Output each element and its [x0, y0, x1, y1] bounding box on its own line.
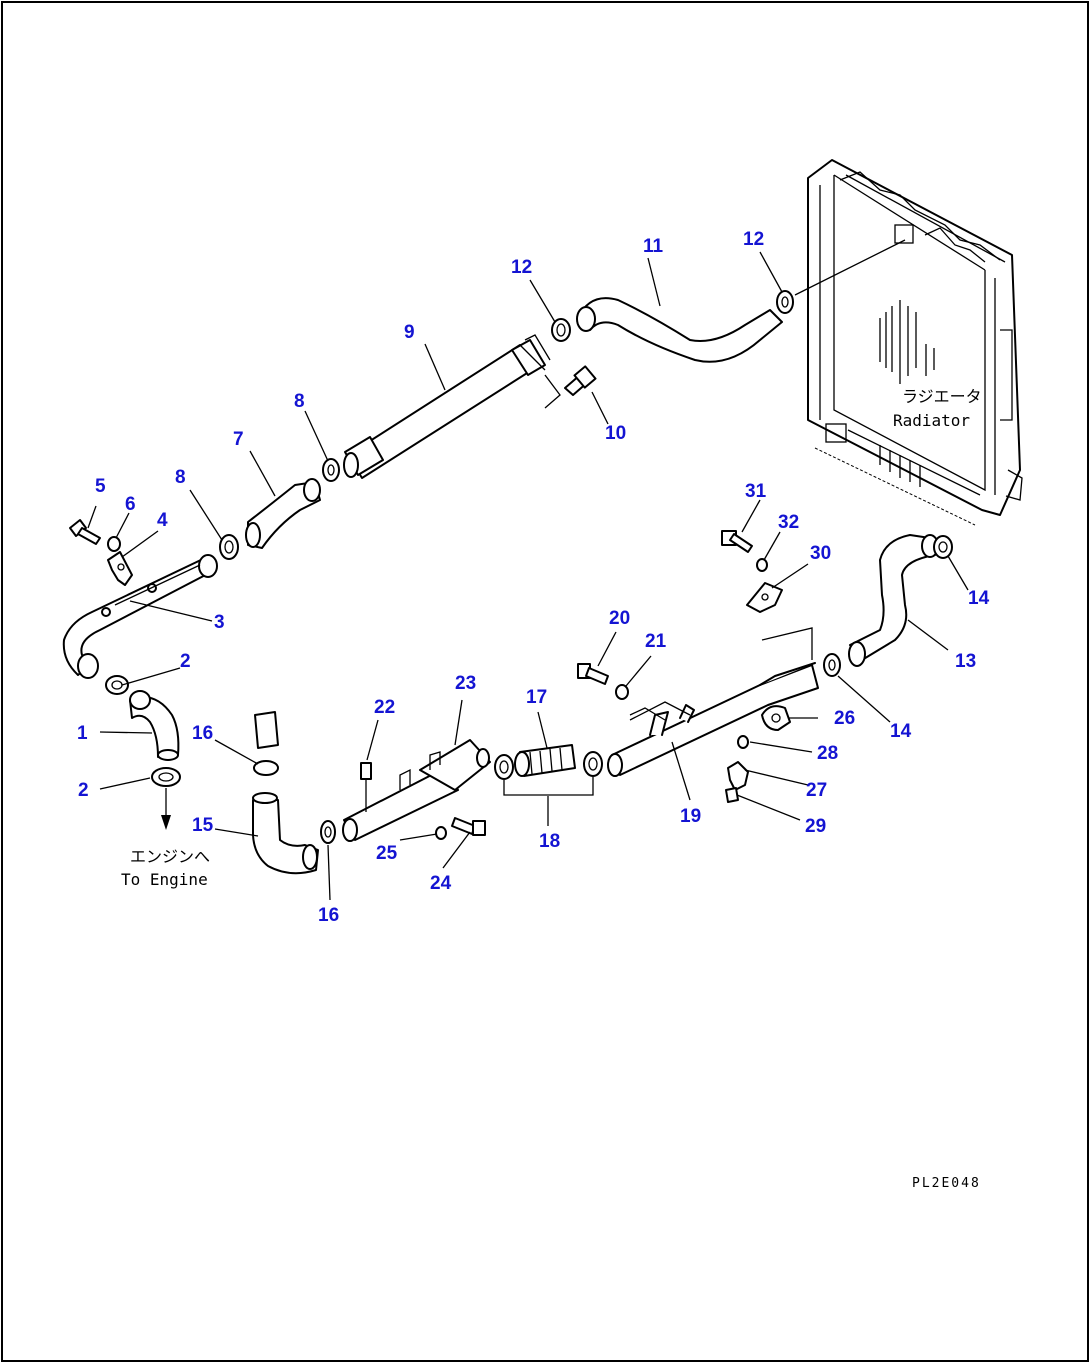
engine-label-en: To Engine: [121, 870, 208, 889]
part-19-long-pipe: [607, 627, 819, 777]
part-3-pipe: [62, 554, 218, 679]
callout-23: 23: [455, 673, 476, 694]
callout-29: 29: [805, 816, 826, 837]
part-8-clamp-b: [219, 534, 239, 560]
callout-9: 9: [404, 322, 415, 343]
callout-14-lower: 14: [890, 721, 912, 742]
callout-12-right: 12: [743, 229, 764, 250]
part-22-bolt: [360, 762, 372, 812]
callout-2-upper: 2: [180, 651, 191, 672]
callout-15: 15: [192, 815, 214, 836]
callouts: 1 2 2 3 4 5 6 7 8 8 9 10 11 12 12 13 14 …: [77, 229, 990, 926]
callout-31: 31: [745, 481, 767, 502]
part-27-bracket: [727, 761, 749, 791]
callout-4: 4: [157, 510, 168, 531]
callout-16-lower: 16: [318, 905, 339, 926]
callout-27: 27: [806, 780, 827, 801]
part-25-washer: [435, 826, 447, 840]
part-29-bracket: [725, 787, 739, 803]
part-13-hose: [848, 534, 939, 667]
part-21-washer: [615, 684, 629, 700]
callout-3: 3: [214, 612, 225, 633]
callout-8-lower: 8: [175, 467, 186, 488]
part-28-nut: [737, 735, 749, 749]
leader-lines: [87, 251, 969, 901]
part-26-clamp: [761, 705, 791, 731]
callout-32: 32: [778, 512, 799, 533]
callout-2-lower: 2: [78, 780, 89, 801]
part-18-bracket-line: [503, 777, 594, 796]
part-7-hose: [245, 478, 321, 549]
callout-17: 17: [526, 687, 547, 708]
callout-13: 13: [955, 651, 976, 672]
callout-14-upper: 14: [968, 588, 990, 609]
part-10-bolt: [544, 365, 597, 409]
callout-28: 28: [817, 743, 838, 764]
part-6-washer: [107, 536, 121, 552]
part-11-upper-hose: [577, 297, 783, 363]
callout-26: 26: [834, 708, 855, 729]
part-23-pipe: [342, 739, 491, 842]
callout-25: 25: [376, 843, 398, 864]
radiator-label-en: Radiator: [893, 411, 970, 430]
part-1-elbow-hose: [129, 690, 180, 761]
callout-22: 22: [374, 697, 395, 718]
part-12-clamp-a: [551, 318, 571, 342]
part-24-bolt: [451, 817, 486, 836]
part-18-clamp-a: [494, 754, 514, 780]
callout-6: 6: [125, 494, 136, 515]
part-4-bracket: [107, 551, 133, 586]
engine-label-jp: エンジンへ: [130, 847, 210, 866]
part-20-bolt: [577, 663, 609, 685]
callout-12-left: 12: [511, 257, 532, 278]
to-engine-arrow: [161, 788, 171, 830]
part-18-clamp-b: [583, 751, 603, 777]
part-16-clamp-lower: [320, 820, 336, 844]
callout-5: 5: [95, 476, 106, 497]
part-14-clamp-b: [823, 653, 841, 677]
callout-10: 10: [605, 423, 626, 444]
part-2-clamp-upper: [105, 675, 129, 695]
callout-21: 21: [645, 631, 667, 652]
part-8-clamp-a: [322, 458, 340, 482]
part-12-clamp-b: [776, 290, 794, 314]
part-16-clamp-upper: [253, 711, 279, 776]
part-15-elbow-hose: [252, 792, 319, 875]
callout-20: 20: [609, 608, 630, 629]
callout-7: 7: [233, 429, 244, 450]
drawing-code: PL2E048: [912, 1176, 981, 1191]
radiator-assembly: [807, 159, 1023, 526]
callout-30: 30: [810, 543, 831, 564]
callout-16-upper: 16: [192, 723, 213, 744]
callout-11: 11: [643, 236, 664, 257]
part-32-washer: [756, 558, 768, 572]
callout-18: 18: [539, 831, 560, 852]
callout-19: 19: [680, 806, 701, 827]
part-14-clamp-a: [933, 535, 953, 559]
radiator-label-jp: ラジエータ: [902, 387, 982, 406]
part-17-hose: [514, 744, 576, 777]
callout-24: 24: [430, 873, 452, 894]
callout-1: 1: [77, 723, 88, 744]
part-2-clamp-lower: [151, 767, 181, 787]
part-5-bolt: [69, 519, 101, 545]
part-30-plate: [746, 582, 783, 613]
part-9-long-pipe: [343, 334, 551, 479]
callout-8-upper: 8: [294, 391, 305, 412]
part-31-bolt: [721, 530, 753, 553]
